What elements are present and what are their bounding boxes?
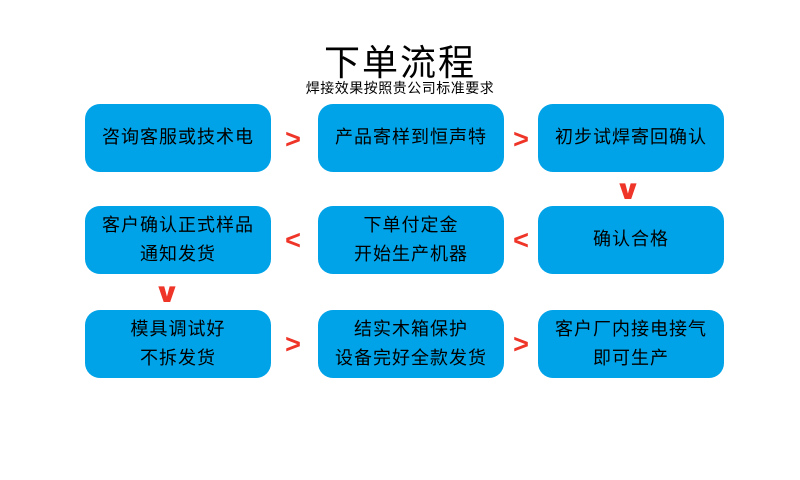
flow-step-mold-debug: 模具调试好 不拆发货	[85, 310, 271, 378]
flow-step-label: 设备完好全款发货	[335, 347, 487, 368]
flow-step-trial-weld: 初步试焊寄回确认	[538, 104, 724, 172]
flow-step-label: 初步试焊寄回确认	[555, 127, 707, 148]
page-title: 下单流程	[323, 42, 476, 83]
flow-step-label: 即可生产	[593, 347, 669, 368]
flow-step-send-sample: 产品寄样到恒声特	[318, 104, 504, 172]
flow-step-label: 咨询客服或技术电	[102, 127, 254, 148]
flow-step-confirm-sample: 客户确认正式样品 通知发货	[85, 206, 271, 274]
arrow-right-icon: >	[513, 123, 529, 154]
arrow-right-icon: >	[285, 328, 301, 359]
arrow-left-icon: <	[513, 224, 529, 255]
flow-step-label: 客户厂内接电接气	[555, 318, 707, 339]
arrow-left-icon: <	[285, 224, 301, 255]
page-subtitle: 焊接效果按照贵公司标准要求	[305, 80, 495, 96]
arrow-down-icon: ∨	[614, 174, 642, 205]
flow-step-deposit: 下单付定金 开始生产机器	[318, 206, 504, 274]
arrow-down-icon: ∨	[153, 277, 181, 308]
flow-step-label: 不拆发货	[140, 347, 216, 368]
flow-step-qualified: 确认合格	[538, 206, 724, 274]
flow-step-label: 客户确认正式样品	[102, 214, 254, 235]
flow-step-label: 模具调试好	[130, 318, 226, 339]
flow-step-consult: 咨询客服或技术电	[85, 104, 271, 172]
flow-step-label: 确认合格	[593, 229, 669, 250]
flow-step-label: 下单付定金	[363, 214, 459, 235]
flow-step-crate-ship: 结实木箱保护 设备完好全款发货	[318, 310, 504, 378]
flow-step-label: 通知发货	[140, 243, 216, 264]
arrow-right-icon: >	[513, 328, 529, 359]
flow-step-label: 结实木箱保护	[354, 318, 468, 339]
flow-step-label: 产品寄样到恒声特	[335, 127, 487, 148]
flow-step-customer-setup: 客户厂内接电接气 即可生产	[538, 310, 724, 378]
flow-step-label: 开始生产机器	[354, 243, 468, 264]
arrow-right-icon: >	[285, 123, 301, 154]
